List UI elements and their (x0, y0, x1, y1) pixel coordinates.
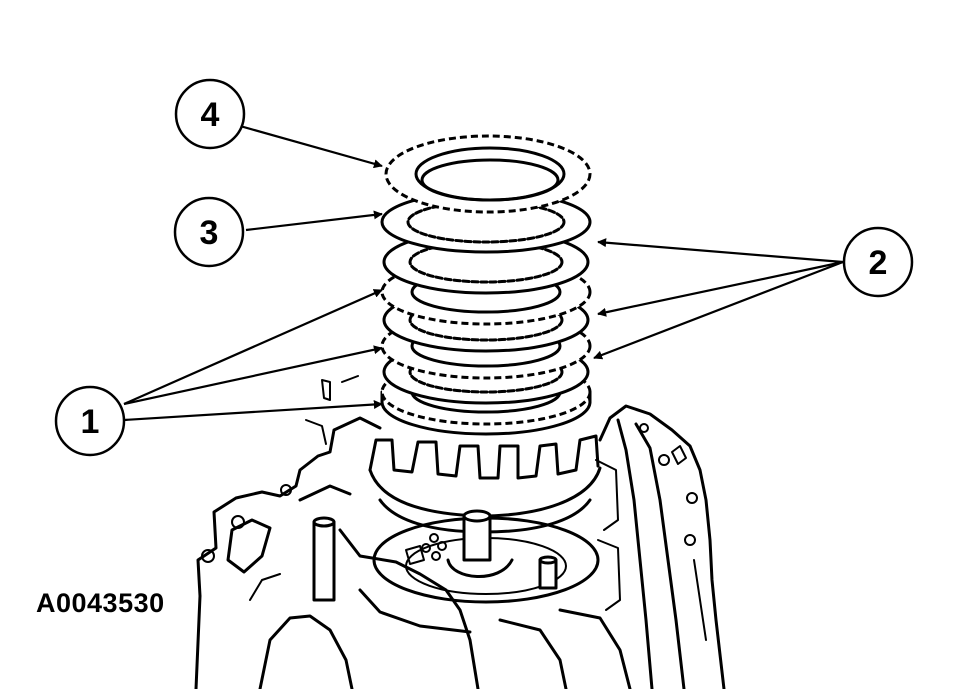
callout-1: 1 (54, 385, 126, 457)
callout-4-label: 4 (201, 96, 220, 134)
callout-2-circle (842, 226, 914, 298)
callout-2: 2 (842, 226, 914, 298)
transmission-case (194, 375, 726, 689)
clutch-plate-stack (380, 134, 592, 436)
callout-1-circle (54, 385, 126, 457)
callout-leaders (123, 124, 844, 422)
callout-4: 4 (174, 78, 246, 150)
callout-1-label: 1 (81, 403, 100, 441)
callout-2-label: 2 (869, 244, 888, 282)
friction-plate-top (384, 134, 592, 214)
callout-3-circle (173, 196, 245, 268)
callout-4-circle (174, 78, 246, 150)
callout-3: 3 (173, 196, 245, 268)
callout-3-label: 3 (200, 214, 219, 252)
figure-id: A0043530 (36, 588, 165, 618)
